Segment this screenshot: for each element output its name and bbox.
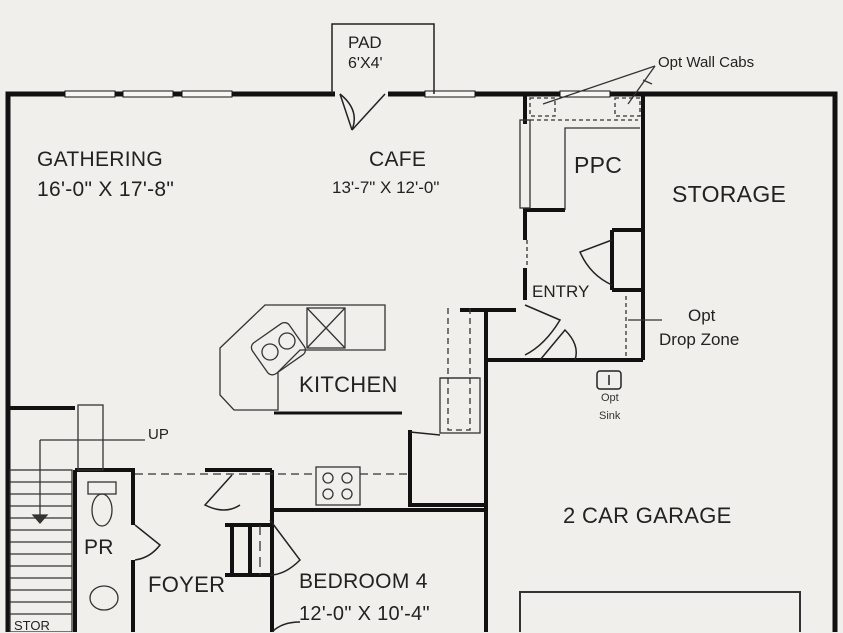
gathering-dims: 16'-0" X 17'-8" [37,178,175,201]
windows [64,90,611,98]
stairs-up-label: UP [148,426,169,443]
sink-note-1: Opt [601,392,619,404]
exterior-walls [5,91,838,632]
pad-label: PAD [348,33,382,52]
cabinetry [9,65,801,632]
kitchen-label: KITCHEN [299,372,398,397]
sink-note-2: Sink [599,410,621,422]
sink-icon [596,370,622,390]
gathering-label: GATHERING [37,148,163,171]
door-swings [134,239,613,632]
bedroom4-label: BEDROOM 4 [299,570,428,593]
entry-label: ENTRY [532,282,590,301]
patio-door [339,93,386,131]
powder-room-label: PR [84,536,114,559]
bedroom4-dims: 12'-0" X 10'-4" [299,603,430,625]
stor-label: STOR [14,618,50,633]
cafe-label: CAFE [369,148,427,171]
drop-zone-note-2: Drop Zone [659,330,740,349]
pad-outline [331,23,435,94]
storage-label: STORAGE [672,181,787,207]
ppc-label: PPC [574,152,623,178]
drop-zone-note-1: Opt [688,306,716,325]
cafe-dims: 13'-7" X 12'-0" [332,178,440,197]
foyer-label: FOYER [148,572,226,597]
pad-dims: 6'X4' [348,55,383,72]
wall-cabs-note: Opt Wall Cabs [658,54,755,71]
garage-label: 2 CAR GARAGE [563,503,732,528]
